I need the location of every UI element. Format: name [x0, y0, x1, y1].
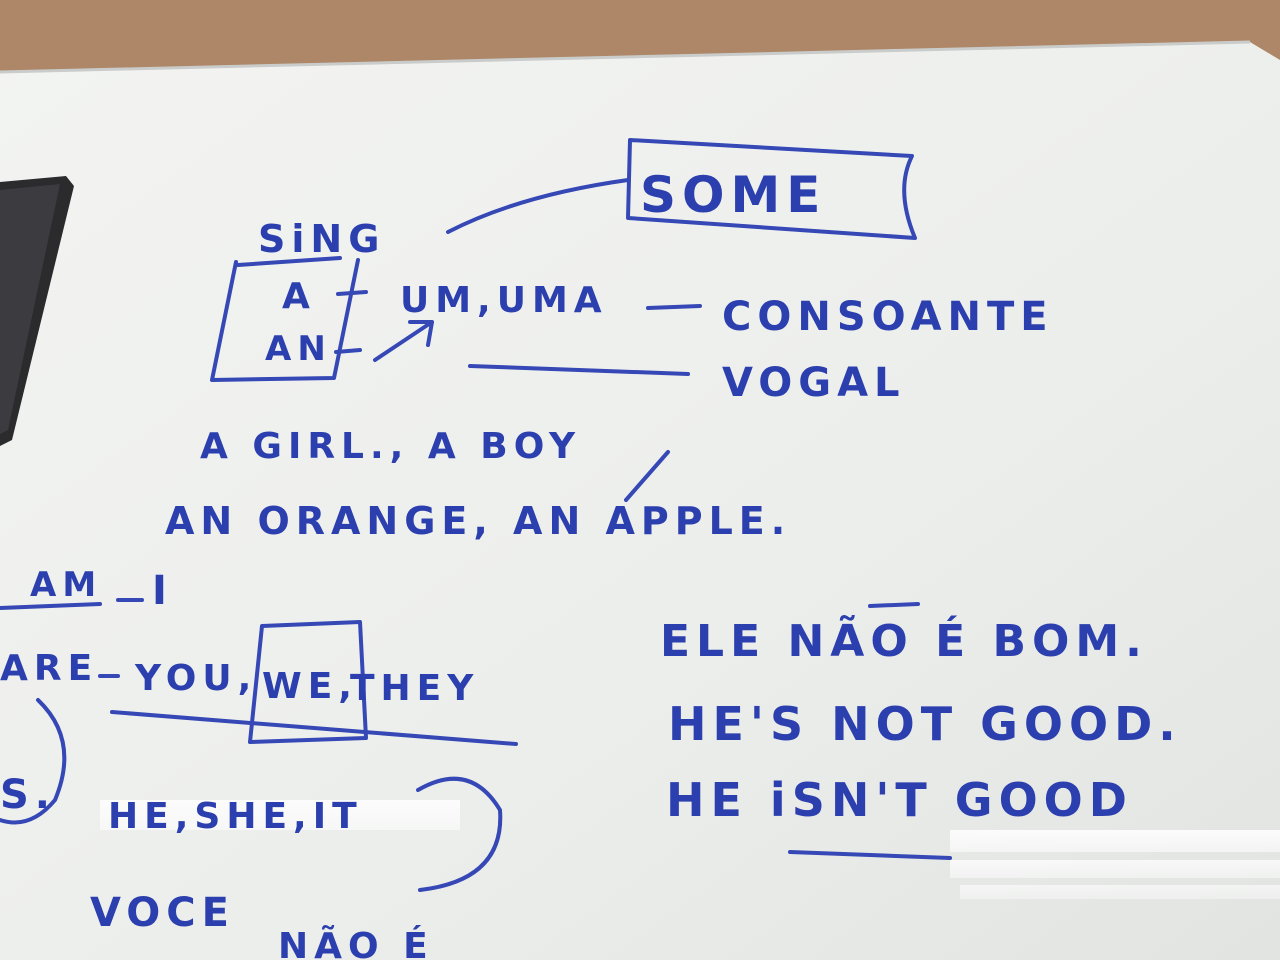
is-circle: [0, 698, 67, 825]
line-he-isnt-good: HE iSN'T GOOD: [666, 773, 1133, 827]
we-box: [248, 620, 368, 744]
word-sing: SiNG: [258, 217, 385, 261]
word-he-she-it: HE,SHE,IT: [108, 796, 363, 837]
some-box: [626, 138, 917, 240]
word-vogal: VOGAL: [722, 360, 906, 406]
word-i: I: [152, 568, 173, 614]
arrow-icon: [373, 320, 434, 362]
board-edge: [0, 40, 1251, 74]
word-a: A: [282, 276, 316, 317]
word-voce: VOCE: [90, 890, 235, 936]
line-an-orange-an-apple: AN ORANGE, AN APPLE.: [165, 499, 791, 543]
whiteboard: [0, 42, 1280, 960]
glare-reflection: [100, 800, 460, 830]
word-am: AM: [30, 565, 102, 605]
article-box: [210, 258, 360, 382]
word-we: WE,: [262, 666, 358, 707]
word-an: AN: [265, 329, 332, 369]
connector-line: [446, 178, 630, 234]
word-is: S.: [0, 772, 56, 818]
word-you: YOU,: [134, 658, 257, 699]
word-are: ARE: [0, 648, 98, 689]
word-um-uma: UM,UMA: [400, 280, 608, 321]
line-a-girl-a-boy: A GIRL., A BOY: [200, 426, 581, 467]
word-nao-e: NÃO É: [278, 925, 434, 960]
line-hes-not-good: HE'S NOT GOOD.: [668, 697, 1182, 751]
word-some: SOME: [640, 166, 826, 224]
word-they: THEY: [350, 668, 479, 709]
word-consoante: CONSOANTE: [722, 294, 1054, 340]
line-ele-nao-e-bom: ELE NÃO É BOM.: [660, 614, 1148, 667]
